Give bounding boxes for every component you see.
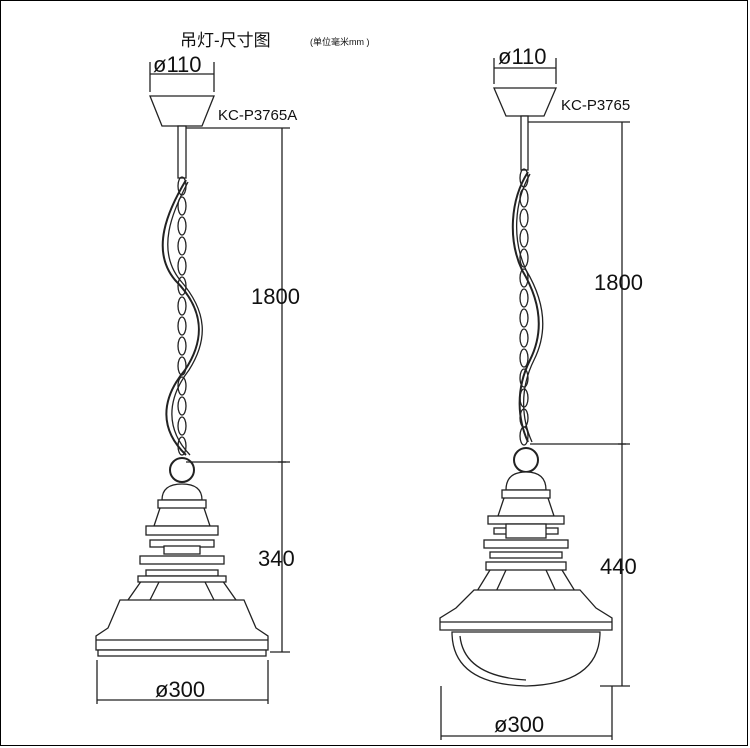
- lamp-a-model: KC-P3765A: [218, 107, 297, 124]
- lamp-b-body-height: 440: [600, 554, 637, 579]
- lamp-a-chain: [177, 176, 187, 456]
- lamp-b-fins: [483, 515, 569, 571]
- lamp-b-canopy-dia: ø110: [498, 44, 547, 69]
- lamp-a-fins: [139, 525, 225, 577]
- lamp-a: [95, 62, 290, 704]
- lamp-a-cap: [161, 483, 203, 501]
- lamp-b-shade-dia: ø300: [494, 712, 544, 737]
- lamp-b-canopy-dimension: [493, 58, 557, 84]
- lamp-b-chain-length: 1800: [594, 270, 643, 295]
- lamp-b-shade: [439, 589, 613, 631]
- lamp-b-cap: [505, 471, 547, 491]
- lamp-a-chain-length: 1800: [251, 284, 300, 309]
- drawing-title: 吊灯-尺寸图: [180, 31, 271, 50]
- lamp-b-stem: [520, 115, 529, 171]
- lamp-b-canopy: [493, 87, 557, 117]
- lamp-a-canopy-dimension: [149, 62, 215, 92]
- lamp-a-stem: [177, 125, 187, 179]
- lamp-b-globe: [451, 631, 601, 687]
- lamp-b-shade-dimension: [440, 686, 613, 740]
- lamp-a-canopy: [149, 95, 215, 127]
- lamp-b-height-dimension: [528, 121, 630, 687]
- lamp-a-body-height: 340: [258, 546, 295, 571]
- lamp-b-model: KC-P3765: [561, 97, 630, 114]
- lamp-b: [439, 58, 630, 740]
- lamp-b-cable: [511, 171, 540, 443]
- lamp-b-ring: [513, 447, 539, 473]
- lamp-a-shade: [95, 599, 269, 651]
- lamp-a-ring: [169, 457, 195, 483]
- lamp-a-cable: [161, 179, 200, 456]
- lamp-a-height-dimension: [186, 127, 290, 653]
- lamp-a-shade-dia: ø300: [155, 677, 205, 702]
- lamp-a-canopy-dia: ø110: [153, 52, 202, 77]
- unit-note: (单位毫米mm ): [310, 36, 370, 47]
- lamp-a-shade-dimension: [96, 660, 269, 704]
